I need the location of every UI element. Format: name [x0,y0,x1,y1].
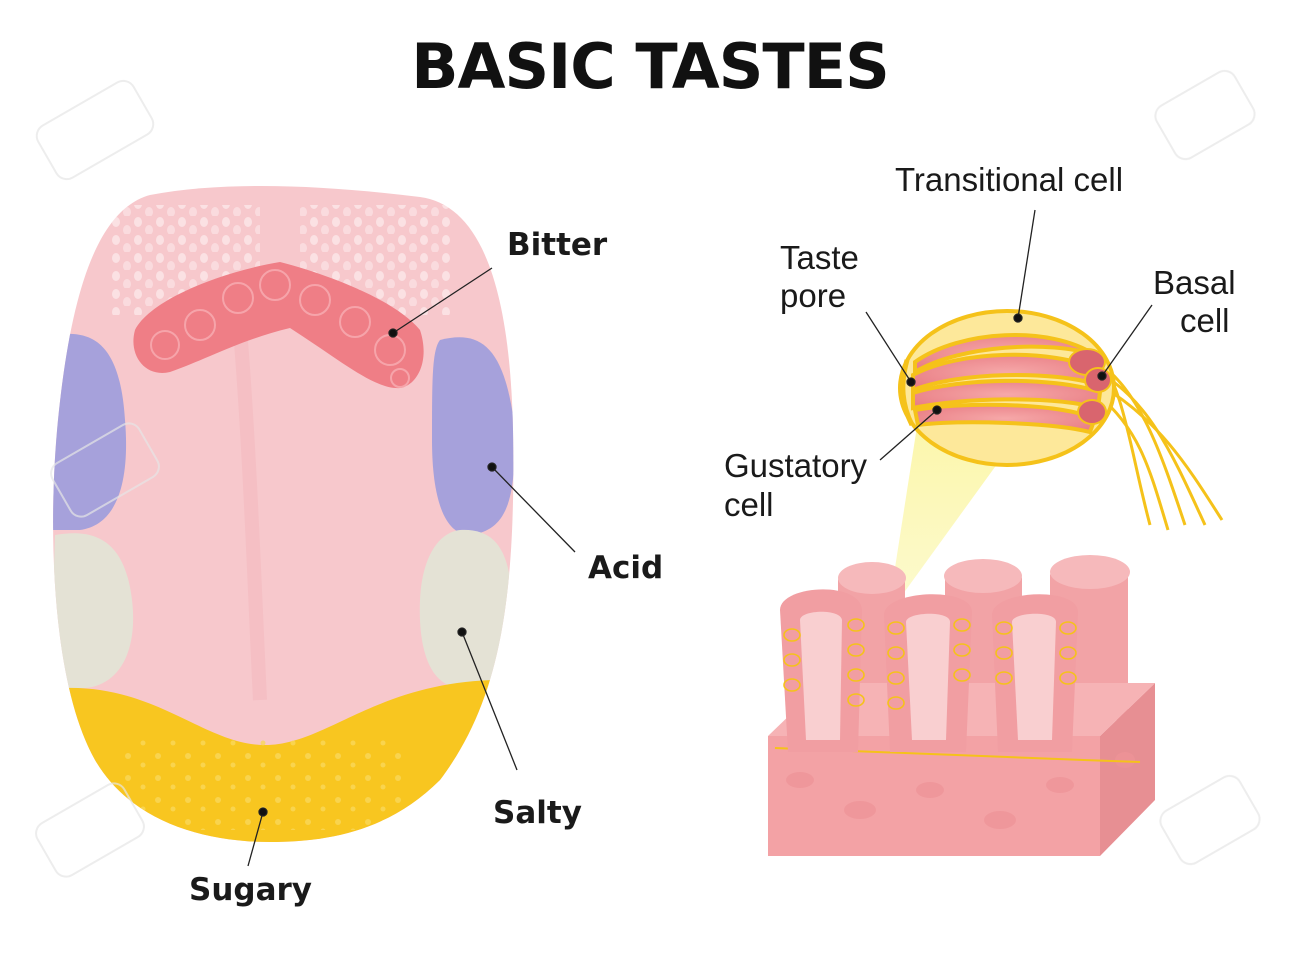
bitter-papillae [150,269,410,388]
gustatory-cells [911,333,1103,435]
tissue-side-face [1100,683,1155,856]
papilla-taste-buds [783,618,1077,710]
label-taste-pore-line1: Taste [780,239,859,276]
bitter-zone [133,262,424,389]
label-acid: Acid [588,550,664,586]
diagram-title: BASIC TASTES [411,30,889,103]
zoom-cone [890,420,1000,605]
label-gustatory-cell-line1: Gustatory [724,447,868,484]
label-transitional-cell: Transitional cell [895,161,1124,198]
acid-zone-right [432,337,514,535]
label-basal-cell-line1: Basal [1153,264,1236,301]
tongue-leaders [247,267,576,867]
label-basal-cell-line2: cell [1180,302,1230,339]
acid-zone-left [53,333,127,530]
taste-bud [890,309,1224,605]
taste-pore [900,359,915,427]
tongue [53,186,514,842]
salty-zone-left [53,533,134,688]
label-gustatory-cell-line2: cell [724,486,774,523]
watermark-marks [35,69,1261,878]
label-taste-pore-line2: pore [780,277,847,314]
label-salty: Salty [493,795,582,831]
tongue-tissue [768,555,1155,856]
label-bitter: Bitter [507,227,608,263]
salty-zone-right [419,529,512,689]
label-sugary: Sugary [189,872,313,908]
bud-leaders [865,209,1153,461]
front-papillae [780,589,1078,752]
